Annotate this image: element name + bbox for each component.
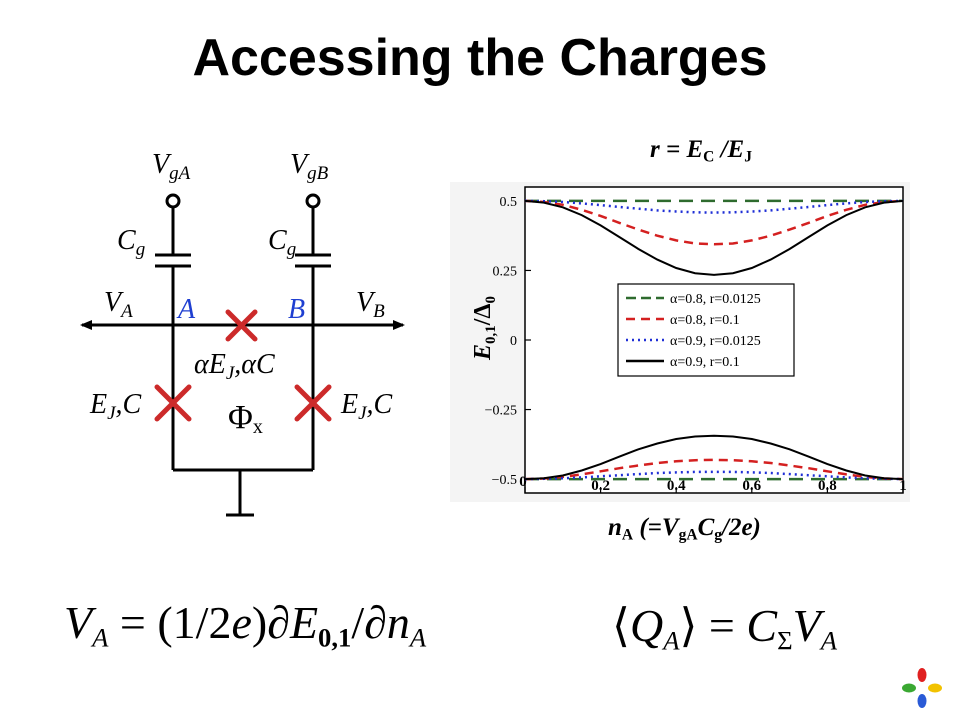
x-tick-label: 0	[519, 474, 527, 490]
flux-label: Φx	[228, 399, 263, 438]
x-tick-label: 1	[899, 478, 907, 494]
corner-logo	[902, 668, 942, 708]
vb-label: VB	[356, 287, 385, 322]
chart-parameter-caption: r = EC /EJ	[650, 136, 752, 166]
y-axis-label: E0,1/Δ0	[470, 296, 499, 361]
gate-a-terminal	[165, 193, 181, 209]
node-a-label: A	[176, 294, 196, 325]
legend-label: α=0.9, r=0.0125	[670, 334, 761, 349]
gate-b-terminal	[305, 193, 321, 209]
x-tick-label: 0.6	[742, 478, 761, 494]
center-junction-label: αEJ,αC	[194, 349, 275, 384]
voltage-equation: VA = (1/2e)∂E0,1/∂nA	[64, 597, 427, 653]
series-line-2-upper	[524, 199, 904, 246]
legend-label: α=0.8, r=0.0125	[670, 292, 761, 307]
y-tick-label: −0.5	[492, 473, 517, 488]
left-junction-cross	[154, 384, 192, 422]
series-line-4-upper	[524, 199, 904, 276]
legend-label: α=0.9, r=0.1	[670, 355, 740, 370]
x-tick-label: 0.8	[818, 478, 837, 494]
x-axis-label: nA (=VgACg/2e)	[608, 514, 761, 544]
x-tick-label: 0.2	[591, 478, 610, 494]
y-tick-label: 0.5	[500, 195, 518, 210]
y-tick-label: 0.25	[493, 264, 518, 279]
junction-loop	[171, 325, 315, 517]
y-tick-label: 0	[510, 334, 517, 349]
center-junction-cross	[225, 309, 258, 342]
vgb-label: VgB	[290, 149, 329, 184]
cg-left-label: Cg	[117, 225, 145, 260]
series-line-4-lower	[524, 434, 904, 481]
va-label: VA	[104, 287, 133, 322]
right-junction-label: EJ,C	[340, 389, 393, 424]
vga-label: VgA	[152, 149, 191, 184]
chart-legend: α=0.8, r=0.0125 α=0.8, r=0.1 α=0.9, r=0.01…	[617, 283, 795, 377]
node-b-label: B	[288, 294, 305, 325]
left-junction-label: EJ,C	[89, 389, 142, 424]
right-junction-cross	[294, 384, 332, 422]
y-tick-label: −0.25	[485, 404, 517, 419]
x-tick-label: 0.4	[667, 478, 686, 494]
gate-capacitor-a	[155, 207, 191, 325]
circuit-diagram: VgA VgB Cg Cg VA VB A B αEJ,αC EJ,C EJ,C…	[80, 149, 405, 517]
cg-right-label: Cg	[268, 225, 296, 260]
legend-label: α=0.8, r=0.1	[670, 313, 740, 328]
series-line-2-lower	[524, 458, 904, 481]
charge-equation: ⟨QA⟩ = CΣVA	[612, 600, 837, 656]
slide-title: Accessing the Charges	[192, 29, 768, 87]
gate-capacitor-b	[295, 207, 331, 325]
